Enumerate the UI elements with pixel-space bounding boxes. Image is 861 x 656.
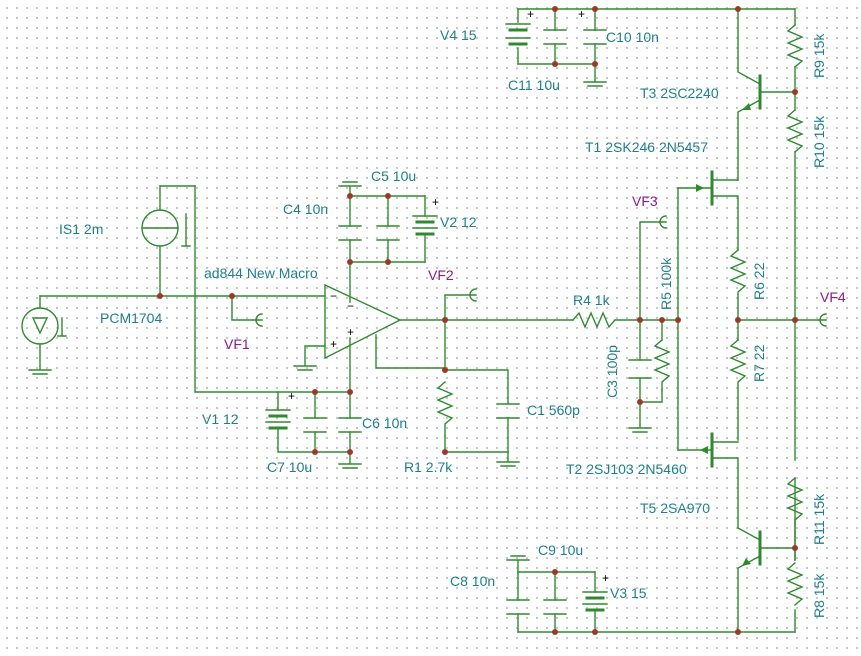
label-r4: R4 1k: [573, 292, 611, 308]
net-flag-vf4-terminal[interactable]: [819, 313, 827, 327]
label-v2: V2 12: [440, 214, 477, 230]
label-r6: R6 22: [751, 262, 767, 300]
resistor-r7[interactable]: [729, 339, 747, 441]
label-r11: R11 15k: [811, 493, 827, 545]
driver-network-wires: [444, 187, 679, 451]
label-c10: C10 10n: [606, 29, 659, 45]
net-flag-vf1-terminal[interactable]: [255, 313, 263, 327]
capacitor-c4[interactable]: [338, 225, 362, 241]
label-t5: T5 2SA970: [640, 500, 710, 516]
battery-v1[interactable]: +: [265, 389, 295, 430]
source-pcm1704[interactable]: [21, 295, 161, 375]
label-r10: R10 15k: [811, 115, 827, 168]
opamp-ad844[interactable]: − + − +: [324, 283, 402, 360]
transistor-t3[interactable]: [737, 8, 762, 181]
label-vf4: VF4: [820, 289, 846, 305]
label-r8: R8 15k: [811, 573, 827, 618]
label-t1: T1 2SK246 2N5457: [585, 139, 708, 155]
opamp-pin-minus: −: [347, 299, 354, 313]
right-rail: [759, 8, 796, 633]
label-vf2: VF2: [428, 267, 454, 283]
opamp-plus-sign: +: [330, 337, 337, 351]
label-c11: C11 10u: [508, 77, 560, 93]
current-source-is1[interactable]: [141, 185, 196, 297]
resistor-r8[interactable]: [786, 562, 804, 606]
transistor-t1[interactable]: [677, 170, 739, 251]
label-v3: V3 15: [610, 585, 647, 601]
v1-plus-sign: +: [288, 389, 295, 403]
junction-dots: [157, 6, 798, 635]
opamp-pin-plus: +: [347, 325, 354, 339]
transistor-t2[interactable]: [677, 432, 739, 529]
battery-v3[interactable]: +: [582, 571, 609, 612]
capacitor-c10[interactable]: +: [578, 7, 607, 45]
label-r5: R5 100k: [658, 257, 674, 310]
resistor-r11[interactable]: [786, 477, 804, 561]
resistor-r10[interactable]: [786, 109, 804, 153]
battery-v4[interactable]: +: [505, 7, 534, 46]
label-c3: C3 100p: [604, 345, 620, 398]
capacitor-c3[interactable]: [628, 359, 652, 379]
label-c9: C9 10u: [538, 542, 583, 558]
v3-plus-sign: +: [602, 571, 609, 585]
label-c8: C8 10n: [450, 573, 495, 589]
capacitor-c1[interactable]: [496, 403, 520, 419]
label-vf1: VF1: [224, 336, 250, 352]
label-is1: IS1 2m: [59, 221, 103, 237]
c10-plus-sign: +: [578, 7, 585, 21]
label-c6: C6 10n: [362, 415, 407, 431]
label-c5: C5 10u: [371, 168, 416, 184]
v2-plus-sign: +: [432, 195, 439, 209]
label-r9: R9 15k: [811, 33, 827, 78]
capacitor-c9[interactable]: [506, 599, 530, 615]
net-flag-vf3-terminal[interactable]: [659, 215, 667, 229]
capacitor-c5[interactable]: [376, 225, 400, 241]
resistor-r6[interactable]: [729, 249, 747, 341]
capacitor-c11[interactable]: [543, 29, 567, 45]
label-r1: R1 2.7k: [404, 459, 453, 475]
opamp-minus-sign: −: [330, 289, 337, 303]
resistor-r1[interactable]: [436, 381, 454, 437]
label-c4: C4 10n: [283, 201, 328, 217]
capacitor-c8[interactable]: [543, 599, 567, 615]
v4-plus-sign: +: [527, 7, 534, 21]
net-flag-vf2-terminal[interactable]: [469, 288, 477, 302]
capacitor-c7[interactable]: [303, 417, 327, 433]
label-pcm1704: PCM1704: [100, 310, 162, 326]
bottom-supply-wires: [506, 555, 796, 633]
label-r7: R7 22: [751, 344, 767, 382]
label-t2: T2 2SJ103 2N5460: [566, 461, 687, 477]
label-c1: C1 560p: [527, 402, 580, 418]
capacitor-c6[interactable]: [338, 417, 362, 433]
transistor-t5[interactable]: [737, 527, 762, 633]
label-c7: C7 10u: [267, 459, 312, 475]
resistor-r9[interactable]: [786, 24, 804, 68]
opamp-wires: [159, 261, 471, 393]
top-supply-wires: [517, 8, 796, 87]
resistor-r4[interactable]: [572, 311, 616, 329]
label-v4: V4 15: [440, 27, 477, 43]
r1-c1-wires: [444, 369, 520, 467]
resistor-r5[interactable]: [653, 339, 671, 391]
label-t3: T3 2SC2240: [640, 85, 719, 101]
label-v1: V1 12: [202, 411, 239, 427]
label-opamp: ad844 New Macro: [204, 265, 318, 281]
label-vf3: VF3: [632, 193, 658, 209]
battery-v2[interactable]: +: [412, 195, 439, 236]
